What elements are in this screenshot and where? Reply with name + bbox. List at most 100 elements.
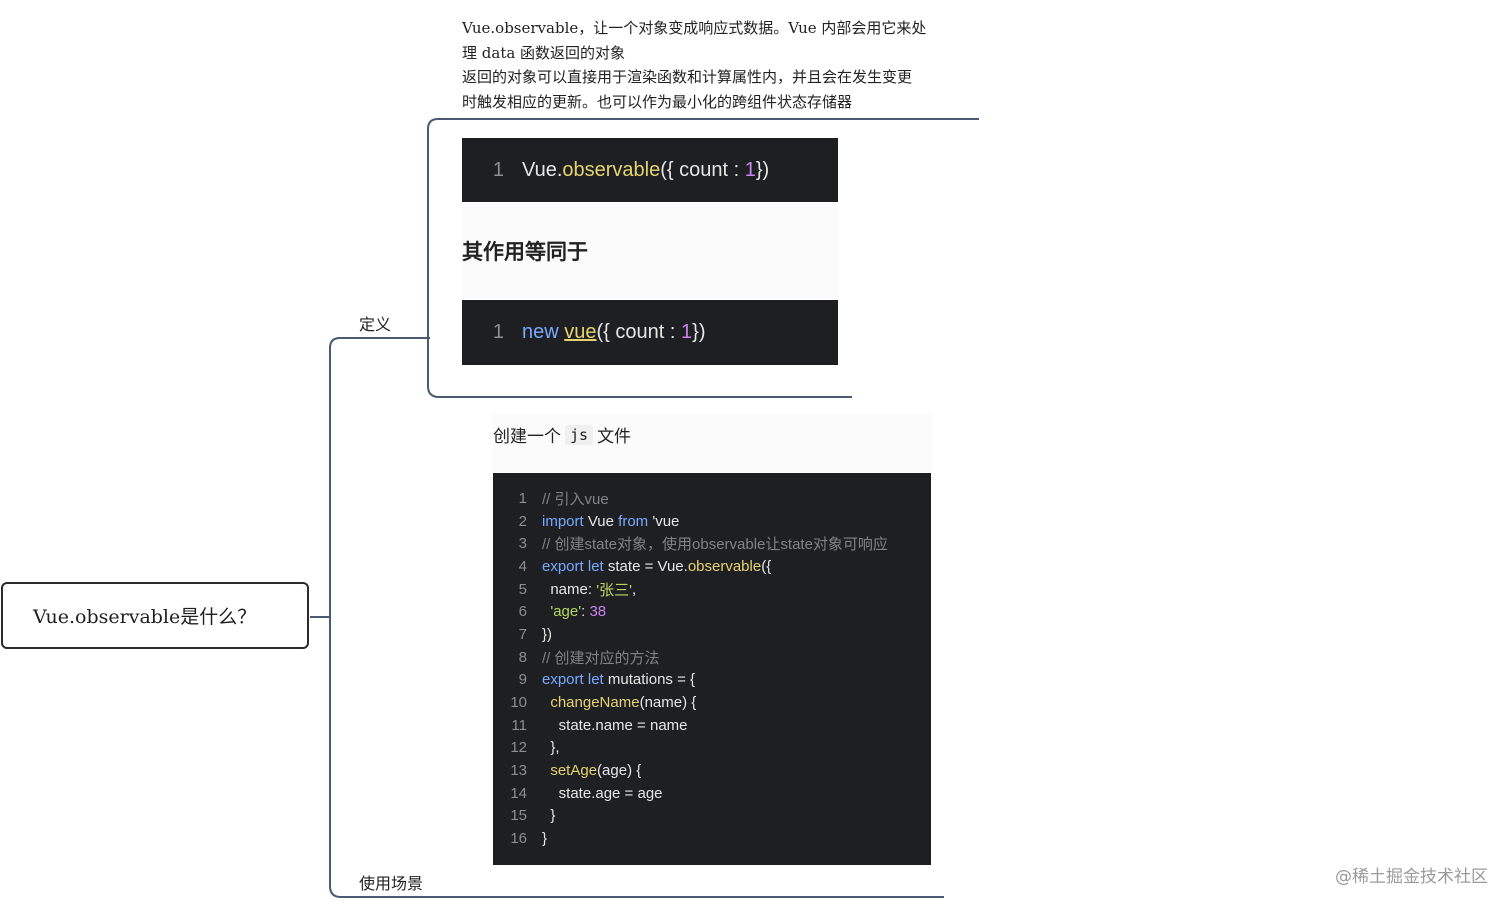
branch-label-definition[interactable]: 定义	[359, 315, 392, 334]
line-number: 16	[510, 830, 527, 848]
code-token: .	[556, 158, 563, 181]
code-line: 12 },	[493, 737, 931, 760]
code-token: let	[587, 671, 604, 689]
code-line: 11 state.name = name	[493, 714, 931, 737]
code-token: export	[542, 671, 584, 689]
description-line: 理 data 函数返回的对象	[462, 43, 626, 62]
code-token: observable	[687, 557, 762, 575]
line-number: 14	[510, 784, 527, 802]
usage-heading-text: 文件	[597, 427, 632, 447]
code-line: 16}	[493, 827, 931, 850]
code-line: 10 changeName(name) {	[493, 691, 931, 714]
line-number: 7	[518, 625, 527, 643]
code-token: }	[542, 830, 548, 848]
code-token: let	[587, 557, 604, 575]
code-block-new-vue: 1 new vue({ count : 1})	[462, 300, 838, 365]
root-node[interactable]: Vue.observable是什么？	[1, 582, 309, 649]
code-line: 2 import Vue from 'vue	[493, 510, 931, 533]
code-token: (age) {	[597, 762, 642, 780]
line-number: 4	[518, 557, 527, 575]
root-node-label: Vue.observable是什么？	[33, 606, 257, 628]
code-line: 6 'age': 38	[493, 600, 931, 623]
branch-label-usage[interactable]: 使用场景	[359, 874, 424, 893]
inline-code: js	[565, 424, 594, 445]
code-token-number: 1	[681, 320, 693, 343]
code-token: Vue	[522, 158, 557, 181]
code-block-state-store: 1 // 引入vue 2 import Vue from 'vue 3 // 创建stat…	[493, 473, 931, 865]
code-token: ({ count :	[596, 320, 682, 343]
code-line: 1 Vue.observable({ count : 1})	[462, 138, 838, 202]
usage-heading: 创建一个 js 文件	[493, 422, 631, 447]
code-token: ,	[631, 580, 637, 598]
line-number: 6	[518, 603, 527, 621]
line-number: 12	[510, 739, 527, 757]
equivalent-heading: 其作用等同于	[462, 240, 588, 264]
watermark: @稀土掘金技术社区	[1335, 867, 1488, 887]
definition-description: Vue.observable，让一个对象变成响应式数据。Vue 内部会用它来处 …	[462, 16, 962, 114]
code-line: 4 export let state = Vue.observable({	[493, 555, 931, 578]
line-number: 9	[518, 671, 527, 689]
code-token: 38	[589, 603, 607, 621]
line-number: 10	[510, 694, 527, 712]
code-token: from	[618, 512, 649, 530]
code-token: 'vue	[648, 512, 680, 530]
code-token	[542, 603, 550, 620]
code-token: // 创建对应的方法	[542, 649, 660, 667]
line-number: 5	[518, 580, 527, 598]
line-number: 2	[518, 512, 527, 530]
code-token: ({	[761, 557, 772, 575]
code-token: :	[581, 603, 590, 621]
code-line: 7})	[493, 623, 931, 646]
code-line: 13 setAge(age) {	[493, 759, 931, 782]
code-token-number: 1	[744, 158, 756, 181]
code-token: mutations = {	[603, 671, 696, 689]
code-token: // 创建state对象，使用observable让state对象可响应	[542, 536, 888, 554]
code-token: ({ count :	[660, 158, 745, 181]
definition-card-background	[462, 203, 838, 299]
code-line: 3 // 创建state对象，使用observable让state对象可响应	[493, 532, 931, 555]
code-token: export	[542, 557, 584, 575]
code-token: }	[542, 807, 556, 825]
code-line: 1 // 引入vue	[493, 487, 931, 510]
line-number: 1	[492, 320, 504, 343]
code-line: 14 state.age = age	[493, 782, 931, 805]
code-line: 15 }	[493, 805, 931, 828]
code-token: Vue	[583, 512, 619, 530]
code-token-keyword: new	[522, 320, 559, 343]
code-token-function: vue	[564, 320, 597, 343]
code-token: state.name = name	[542, 716, 688, 734]
line-number: 11	[511, 716, 527, 734]
code-token	[542, 762, 550, 779]
line-number: 8	[518, 648, 527, 666]
code-token: name:	[542, 580, 597, 598]
code-line: 5 name: '张三',	[493, 578, 931, 601]
code-token: state = Vue.	[603, 557, 688, 575]
line-number: 1	[492, 158, 504, 181]
code-line: 8 // 创建对应的方法	[493, 646, 931, 669]
line-number: 1	[518, 489, 527, 507]
usage-heading-text: 创建一个	[493, 427, 561, 447]
code-token: (name) {	[639, 694, 697, 712]
code-token: state.age = age	[542, 784, 663, 802]
code-line: 1 new vue({ count : 1})	[462, 300, 838, 364]
description-line: 时触发相应的更新。也可以作为最小化的跨组件状态存储器	[462, 92, 853, 111]
line-number: 15	[510, 807, 527, 825]
code-token: },	[542, 739, 560, 757]
code-token: setAge	[550, 762, 598, 780]
code-token: changeName	[550, 694, 640, 712]
line-number: 13	[510, 762, 527, 780]
line-number: 3	[518, 535, 527, 553]
code-line: 9 export let mutations = {	[493, 669, 931, 692]
code-token-function: observable	[562, 158, 661, 181]
code-block-observable: 1 Vue.observable({ count : 1})	[462, 138, 838, 202]
code-token: 'age'	[550, 603, 582, 621]
code-token: })	[755, 158, 770, 181]
code-token: import	[542, 512, 584, 530]
code-token	[542, 694, 550, 711]
description-line: Vue.observable，让一个对象变成响应式数据。Vue 内部会用它来处	[462, 19, 927, 37]
code-token: })	[692, 320, 706, 343]
code-token: '张三'	[596, 581, 632, 599]
description-line: 返回的对象可以直接用于渲染函数和计算属性内，并且会在发生变更	[462, 68, 913, 86]
code-token: })	[542, 625, 553, 643]
code-token: // 引入vue	[542, 490, 609, 508]
